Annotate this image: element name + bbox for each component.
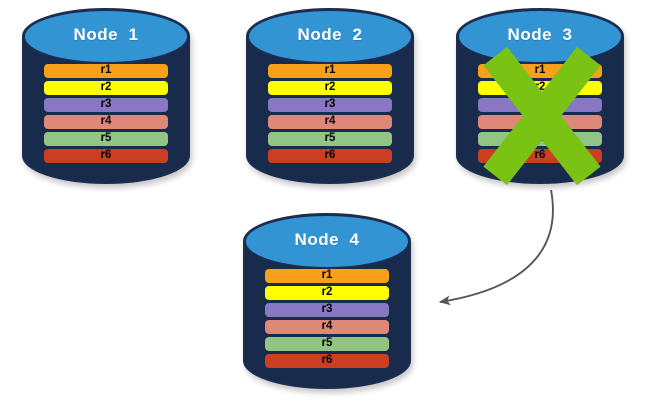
row-bar-label: r2 — [324, 81, 336, 94]
row-bar-r4: r4 — [267, 115, 393, 129]
row-bar-label: r6 — [100, 149, 112, 162]
node-title: Node 1 — [73, 25, 139, 45]
node-cylinder-node2[interactable]: Node 2 r1 r2 r3 r4 r5 r6 — [246, 8, 414, 184]
row-bar-r1: r1 — [264, 269, 390, 283]
row-bar-label: r1 — [324, 64, 336, 77]
node-cylinder-node3[interactable]: Node 3 r1 r2 r3 r4 r5 r6 — [456, 8, 624, 186]
row-bar-r4: r4 — [43, 115, 169, 129]
row-bar-label: r2 — [321, 286, 333, 299]
row-bar-label: r5 — [100, 132, 112, 145]
row-bar-r1: r1 — [43, 64, 169, 78]
row-bar-r3: r3 — [43, 98, 169, 112]
row-bar-r6: r6 — [264, 354, 390, 368]
row-stack: r1 r2 r3 r4 r5 r6 — [243, 269, 411, 368]
row-bar-label: r1 — [534, 64, 546, 77]
row-bar-r6: r6 — [267, 149, 393, 163]
row-bar-r3: r3 — [264, 303, 390, 317]
row-bar-r2: r2 — [267, 81, 393, 95]
row-bar-label: r1 — [100, 64, 112, 77]
row-bar-label: r5 — [324, 132, 336, 145]
row-bar-r2: r2 — [43, 81, 169, 95]
row-bar-r6: r6 — [477, 149, 603, 163]
row-bar-r6: r6 — [43, 149, 169, 163]
row-bar-r4: r4 — [264, 320, 390, 334]
row-bar-r1: r1 — [267, 64, 393, 78]
row-bar-label: r4 — [321, 320, 333, 333]
cylinder-top-ellipse — [244, 214, 410, 269]
row-stack: r1 r2 r3 r4 r5 r6 — [456, 64, 624, 163]
row-bar-label: r4 — [324, 115, 336, 128]
row-bar-r5: r5 — [43, 132, 169, 146]
row-bar-label: r3 — [321, 303, 333, 316]
row-bar-label: r6 — [534, 149, 546, 162]
row-bar-label: r4 — [100, 115, 112, 128]
row-bar-label: r4 — [534, 115, 546, 128]
node-title: Node 3 — [507, 25, 573, 45]
arrow-path — [438, 189, 554, 306]
row-bar-label: r3 — [100, 98, 112, 111]
row-bar-label: r1 — [321, 269, 333, 282]
row-bar-label: r3 — [324, 98, 336, 111]
row-bar-r5: r5 — [264, 337, 390, 351]
cylinder-top-ellipse — [247, 9, 413, 64]
row-bar-r2: r2 — [477, 81, 603, 95]
row-bar-label: r2 — [100, 81, 112, 94]
cylinder-top-ellipse — [23, 9, 189, 64]
row-bar-label: r6 — [321, 354, 333, 367]
row-bar-label: r6 — [324, 149, 336, 162]
row-stack: r1 r2 r3 r4 r5 r6 — [22, 64, 190, 163]
row-bar-label: r2 — [534, 81, 546, 94]
row-bar-r3: r3 — [267, 98, 393, 112]
row-bar-r2: r2 — [264, 286, 390, 300]
node-cylinder-node1[interactable]: Node 1 r1 r2 r3 r4 r5 r6 — [22, 8, 190, 184]
row-bar-r5: r5 — [477, 132, 603, 146]
row-stack: r1 r2 r3 r4 r5 r6 — [246, 64, 414, 163]
row-bar-label: r3 — [534, 98, 546, 111]
row-bar-label: r5 — [321, 337, 333, 350]
row-bar-r5: r5 — [267, 132, 393, 146]
row-bar-r1: r1 — [477, 64, 603, 78]
node-cylinder-node4[interactable]: Node 4 r1 r2 r3 r4 r5 r6 — [243, 213, 411, 389]
node-title: Node 4 — [294, 230, 360, 250]
node-title: Node 2 — [297, 25, 363, 45]
row-bar-r4: r4 — [477, 115, 603, 129]
row-bar-label: r5 — [534, 132, 546, 145]
row-bar-r3: r3 — [477, 98, 603, 112]
